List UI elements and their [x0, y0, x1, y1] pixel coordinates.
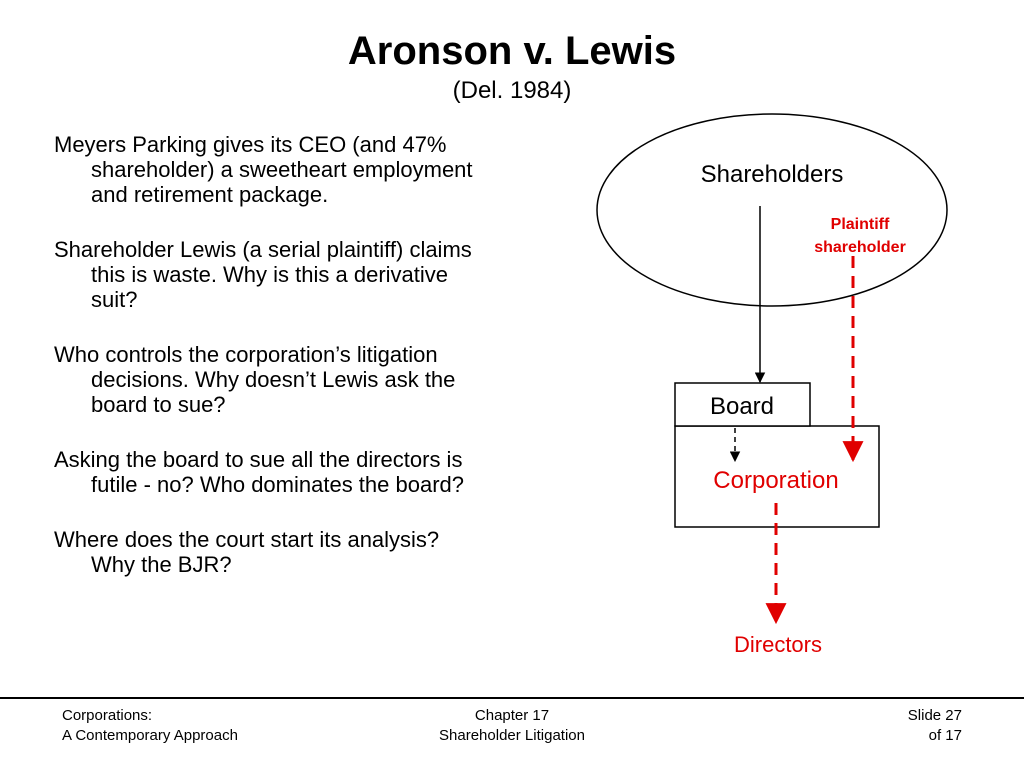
bullet-list: Meyers Parking gives its CEO (and 47% sh…: [54, 132, 484, 607]
slide-subtitle: (Del. 1984): [452, 77, 572, 104]
footer-slide-total: of 17: [928, 727, 962, 744]
footer-center: Chapter 17 Shareholder Litigation: [362, 706, 662, 746]
footer-divider: [0, 697, 1024, 699]
footer-course-subtitle: A Contemporary Approach: [62, 727, 238, 744]
plaintiff-label-line1: Plaintiff: [831, 216, 890, 233]
board-box: [674, 382, 811, 427]
corporation-label: Corporation: [713, 467, 838, 494]
plaintiff-label-line2: shareholder: [814, 239, 906, 256]
footer-chapter-title: Shareholder Litigation: [439, 727, 585, 744]
footer-right: Slide 27 of 17: [908, 706, 962, 746]
footer-chapter: Chapter 17: [474, 707, 550, 724]
footer-course-title: Corporations:: [62, 707, 153, 724]
bullet-item: Where does the court start its analysis?…: [54, 527, 440, 577]
bullet-item: Meyers Parking gives its CEO (and 47% sh…: [54, 132, 473, 207]
shareholders-label: Shareholders: [701, 161, 844, 188]
footer-left: Corporations: A Contemporary Approach: [62, 706, 238, 746]
directors-label: Directors: [734, 632, 822, 657]
slide-title: Aronson v. Lewis: [347, 29, 677, 73]
footer-slide-number: Slide 27: [907, 707, 962, 724]
bullet-item: Shareholder Lewis (a serial plaintiff) c…: [54, 237, 472, 312]
board-label: Board: [710, 393, 774, 420]
bullet-item: Who controls the corporation’s litigatio…: [54, 342, 456, 417]
bullet-item: Asking the board to sue all the director…: [54, 447, 465, 497]
shareholders-ellipse: [596, 113, 948, 307]
